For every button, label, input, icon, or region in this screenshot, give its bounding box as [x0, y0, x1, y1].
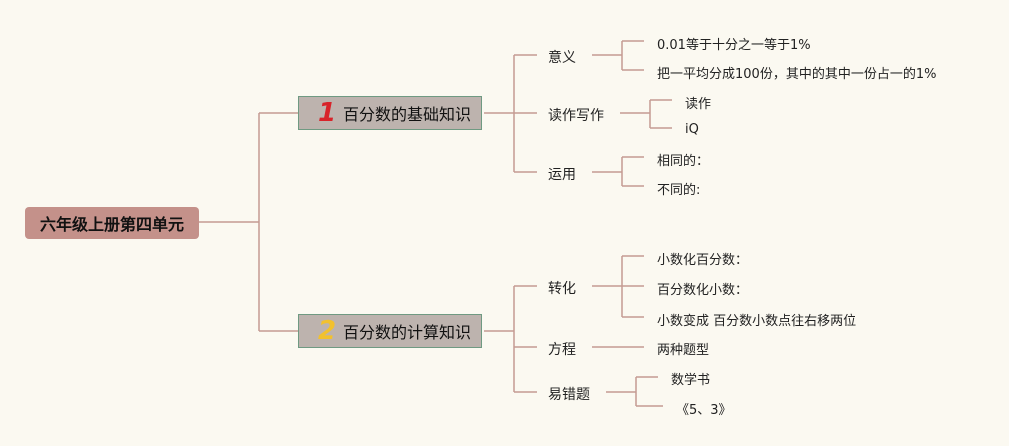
leaf-application-1[interactable]: 相同的：: [657, 154, 710, 169]
number-one-icon: 1: [317, 98, 337, 128]
leaf-mistakes-2[interactable]: 《5、3》: [676, 403, 732, 418]
number-two-icon: 2: [317, 316, 337, 346]
root-node[interactable]: 六年级上册第四单元: [25, 207, 199, 239]
subtopic-conversion[interactable]: 转化: [548, 281, 576, 297]
subtopic-meaning[interactable]: 意义: [548, 50, 576, 66]
topic-calculation-knowledge[interactable]: 2 百分数的计算知识: [298, 314, 482, 348]
leaf-conversion-1[interactable]: 小数化百分数：: [657, 253, 749, 268]
root-label: 六年级上册第四单元: [39, 215, 184, 234]
subtopic-application[interactable]: 运用: [548, 167, 576, 183]
leaf-conversion-3[interactable]: 小数变成 百分数小数点往右移两位: [657, 314, 857, 329]
leaf-meaning-2[interactable]: 把一平均分成100份，其中的其中一份占一的1%: [657, 67, 937, 82]
subtopic-common-mistakes[interactable]: 易错题: [548, 387, 590, 403]
topic-basic-knowledge[interactable]: 1 百分数的基础知识: [298, 96, 482, 130]
leaf-equation-1[interactable]: 两种题型: [657, 343, 710, 358]
leaf-application-2[interactable]: 不同的:: [657, 183, 701, 198]
topic-label: 百分数的计算知识: [343, 323, 472, 342]
leaf-conversion-2[interactable]: 百分数化小数：: [657, 283, 749, 298]
topic-label: 百分数的基础知识: [343, 105, 472, 124]
subtopic-equation[interactable]: 方程: [548, 342, 576, 358]
subtopic-read-write[interactable]: 读作写作: [548, 108, 604, 124]
leaf-read-1[interactable]: 读作: [685, 97, 712, 112]
leaf-meaning-1[interactable]: 0.01等于十分之一等于1%: [657, 38, 811, 53]
leaf-read-2[interactable]: iQ: [685, 122, 699, 137]
leaf-mistakes-1[interactable]: 数学书: [671, 373, 711, 388]
